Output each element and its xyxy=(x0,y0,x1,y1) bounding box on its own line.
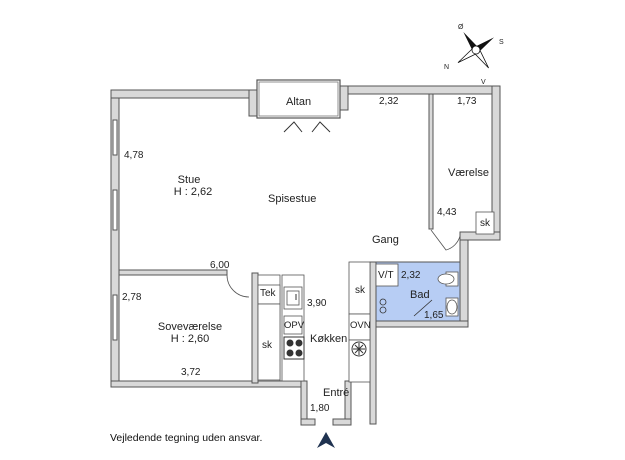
bedroom-closet xyxy=(257,303,281,381)
entrance-arrow-icon xyxy=(317,432,335,448)
room-sovevaerelse: Soveværelse xyxy=(157,321,223,333)
dim-entre: 1,80 xyxy=(310,403,330,414)
vaerelse-closet xyxy=(475,211,495,235)
fixture-sk-bedroom: sk xyxy=(262,340,272,351)
bedroom-door xyxy=(226,274,250,298)
room-vaerelse: Værelse xyxy=(448,167,489,179)
bath-sink-icon xyxy=(445,297,459,317)
compass-west-label: V xyxy=(481,79,486,86)
walls xyxy=(110,85,501,426)
room-entre: Entré xyxy=(323,387,350,399)
fixture-opv: OPV xyxy=(284,320,305,331)
dim-bath-top: 2,32 xyxy=(401,270,421,281)
fixture-ovn: OVN xyxy=(350,320,371,331)
balcony xyxy=(256,79,341,133)
dim-bedroom-left: 2,78 xyxy=(122,292,142,303)
toilet-icon xyxy=(437,271,459,287)
dim-stue-left: 4,78 xyxy=(124,150,144,161)
disclaimer-text: Vejledende tegning uden ansvar. xyxy=(110,432,263,444)
dim-vaerelse-side: 4,43 xyxy=(437,207,457,218)
compass-north-label: N xyxy=(444,64,450,71)
dim-bath-side: 1,65 xyxy=(424,310,444,321)
windows-left xyxy=(112,119,118,341)
compass-south-label: S xyxy=(499,39,504,46)
dim-stue-bottom: 6,00 xyxy=(210,260,230,271)
room-koekken: Køkken xyxy=(310,333,348,345)
room-bad: Bad xyxy=(410,289,430,301)
fixture-tek: Tek xyxy=(260,288,276,299)
compass-east-label: Ø xyxy=(458,24,464,31)
fixture-vt: V/T xyxy=(378,270,394,281)
room-gang: Gang xyxy=(372,234,399,246)
room-stue-height: H : 2,62 xyxy=(173,186,213,198)
fixture-sk-vaerelse: sk xyxy=(480,218,490,229)
room-door xyxy=(430,229,461,251)
opv-box xyxy=(283,315,303,335)
room-spisestue: Spisestue xyxy=(268,193,317,205)
kitchen-sink-icon xyxy=(283,286,303,310)
dim-vaerelse-top: 1,73 xyxy=(457,96,477,107)
dim-kitchen: 3,90 xyxy=(307,298,327,309)
fixture-sk-kitchen: sk xyxy=(355,285,365,296)
dim-stue-top: 2,32 xyxy=(379,96,399,107)
washer-box xyxy=(375,263,399,287)
dim-bedroom-bottom: 3,72 xyxy=(181,367,201,378)
compass-icon xyxy=(457,31,495,69)
room-sove-height: H : 2,60 xyxy=(170,333,210,345)
stove-icon xyxy=(283,336,305,360)
shower-icon xyxy=(379,298,387,314)
room-stue: Stue xyxy=(177,174,201,186)
fan-icon xyxy=(351,341,367,357)
room-altan: Altan xyxy=(286,96,312,108)
